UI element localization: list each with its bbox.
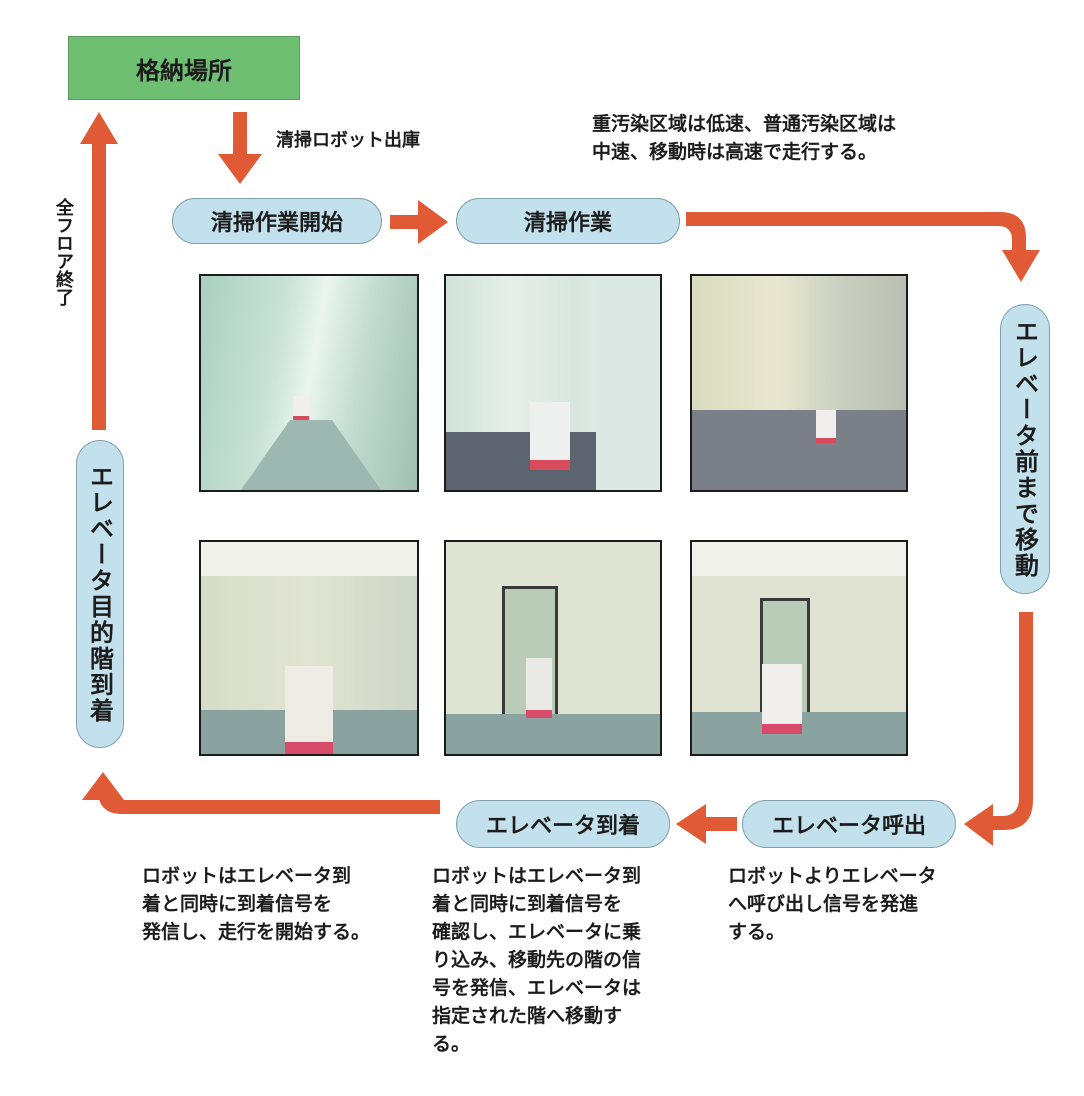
storage-location-label: 格納場所 <box>136 56 232 85</box>
photo-elevator-hall-robot-near <box>444 274 662 492</box>
photo-corridor-elevators-robot <box>690 274 908 492</box>
description-line: ロボットよりエレベータ <box>728 865 937 887</box>
description-destination-arrival: ロボットはエレベータ到 着と同時に到着信号を 発信し、走行を開始する。 <box>142 862 370 946</box>
step-move-to-elevator: エレベータ前まで移動 <box>1000 304 1050 594</box>
step-destination-floor-arrival: エレベータ目的階到着 <box>76 440 124 748</box>
description-line: 発信し、走行を開始する。 <box>142 921 371 943</box>
speed-note: 重汚染区域は低速、普通汚染区域は 中速、移動時は高速で走行する。 <box>592 110 896 166</box>
description-line: り込み、移動先の階の信 <box>432 949 642 971</box>
step-move-to-elevator-label: エレベータ前まで移動 <box>1010 319 1039 579</box>
description-elevator-arrival: ロボットはエレベータ到 着と同時に到着信号を 確認し、エレベータに乗 り込み、移… <box>432 862 641 1058</box>
step-start-cleaning: 清掃作業開始 <box>172 198 382 244</box>
description-line: 指定された階へ移動す <box>432 1005 623 1027</box>
step-call-elevator-label: エレベータ呼出 <box>771 814 926 839</box>
description-call-elevator: ロボットよりエレベータ へ呼び出し信号を発進 する。 <box>728 862 937 946</box>
step-cleaning: 清掃作業 <box>456 198 680 244</box>
step-elevator-arrival: エレベータ到着 <box>456 800 670 848</box>
step-destination-floor-arrival-label: エレベータ目的階到着 <box>85 464 114 724</box>
description-line: 号を発信、エレベータは <box>432 977 642 999</box>
description-line: ロボットはエレベータ到 <box>142 865 352 887</box>
step-elevator-arrival-label: エレベータ到着 <box>485 814 640 839</box>
photo-robot-in-front-of-elevator <box>199 540 419 756</box>
dispatch-label: 清掃ロボット出庫 <box>276 130 420 151</box>
description-line: する。 <box>728 921 786 943</box>
step-start-cleaning-label: 清掃作業開始 <box>210 211 343 236</box>
arrow-down-storage <box>233 112 247 156</box>
description-line: ロボットはエレベータ到 <box>432 865 642 887</box>
speed-note-line-2: 中速、移動時は高速で走行する。 <box>592 141 878 163</box>
storage-location-box: 格納場所 <box>68 36 300 100</box>
photo-robot-exiting-elevator <box>690 540 908 756</box>
description-line: る。 <box>432 1033 471 1055</box>
speed-note-line-1: 重汚染区域は低速、普通汚染区域は <box>592 113 897 135</box>
step-call-elevator: エレベータ呼出 <box>742 800 956 848</box>
photo-corridor-robot-far <box>199 274 419 492</box>
description-line: へ呼び出し信号を発進 <box>728 893 919 915</box>
all-floors-done-label: 全フロア終了 <box>53 198 74 306</box>
description-line: 着と同時に到着信号を <box>432 893 623 915</box>
description-line: 確認し、エレベータに乗 <box>432 921 642 943</box>
description-line: 着と同時に到着信号を <box>142 893 333 915</box>
step-cleaning-label: 清掃作業 <box>523 211 612 236</box>
photo-robot-inside-elevator <box>444 540 662 756</box>
